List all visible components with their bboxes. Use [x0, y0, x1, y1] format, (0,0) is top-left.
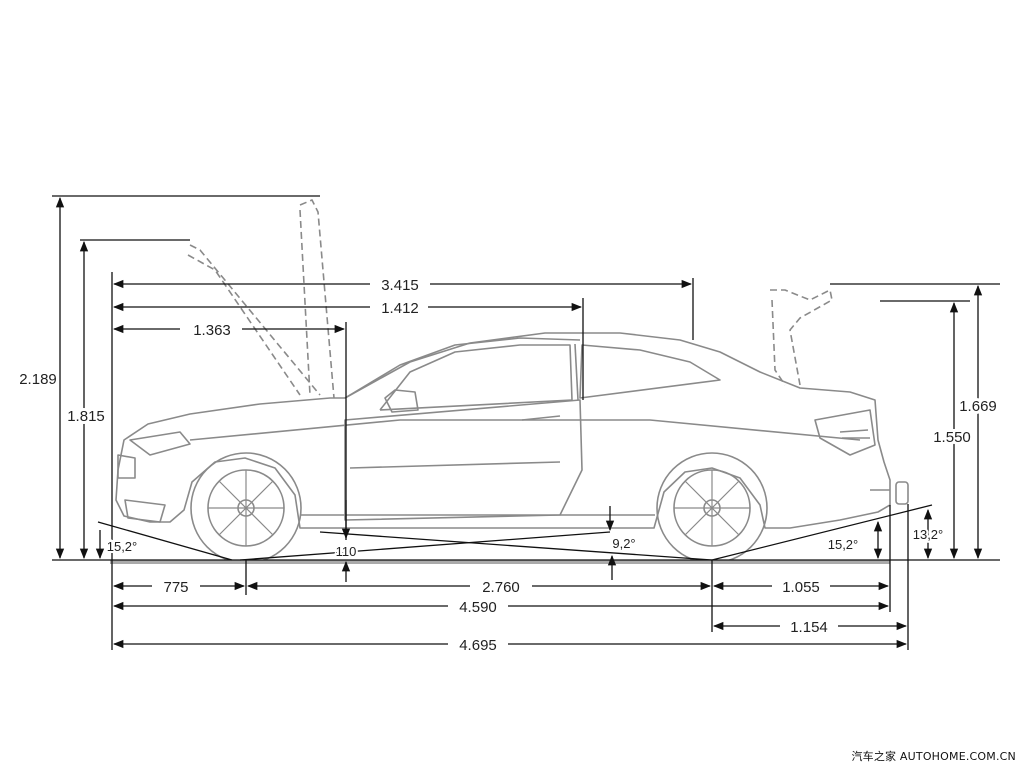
dim-label-2189: 2.189	[19, 371, 57, 388]
dim-label-2760: 2.760	[482, 579, 520, 596]
hitch-angle-label: 13,2°	[913, 527, 944, 542]
dim-label-1669: 1.669	[959, 398, 997, 415]
ground-clearance-label: 110	[336, 544, 357, 559]
dim-label-4590: 4.590	[459, 599, 497, 616]
ramp-angle-label: 9,2°	[612, 536, 635, 551]
approach-angle-label: 15,2°	[107, 539, 138, 554]
dim-label-1055: 1.055	[782, 579, 820, 596]
dim-label-1363: 1.363	[193, 322, 231, 339]
dim-label-1154: 1.154	[790, 619, 828, 636]
dim-label-1815: 1.815	[67, 408, 105, 425]
watermark: 汽车之家 AUTOHOME.COM.CN	[851, 750, 1016, 763]
dim-label-4695: 4.695	[459, 637, 497, 654]
dim-label-3415: 3.415	[381, 277, 419, 294]
dim-label-1550: 1.550	[933, 429, 971, 446]
dim-label-1412: 1.412	[381, 300, 419, 317]
car-outline	[110, 199, 909, 564]
departure-angle-label: 15,2°	[828, 537, 859, 552]
dim-label-775: 775	[163, 579, 188, 596]
